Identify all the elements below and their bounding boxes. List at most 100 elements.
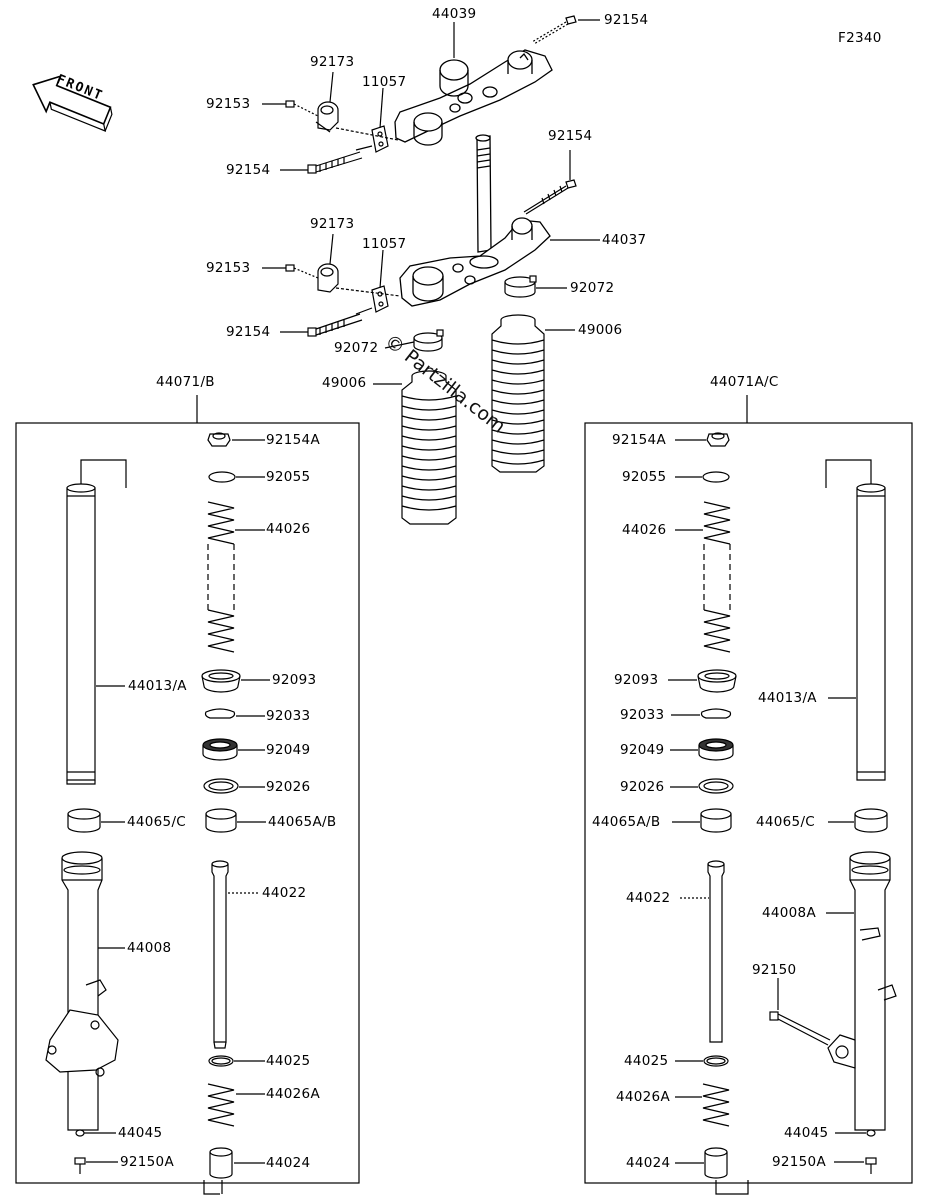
left-label-outer-tube: 44008 xyxy=(127,940,172,956)
right-label-oring: 92055 xyxy=(622,469,667,485)
right-label-bush: 44065/C xyxy=(756,814,816,830)
front-arrow xyxy=(32,74,113,132)
left-cap-bolt xyxy=(207,432,231,447)
right-label-ring: 44025 xyxy=(624,1053,669,1069)
label-screw-lower: 92153 xyxy=(206,260,251,276)
left-bolt-bottom xyxy=(74,1157,86,1174)
label-band-right: 92072 xyxy=(570,280,615,296)
left-label-oring: 92055 xyxy=(266,469,311,485)
label-lower-bracket: 44037 xyxy=(602,232,647,248)
right-gasket xyxy=(866,1129,876,1137)
left-label-spring: 44026 xyxy=(266,521,311,537)
left-washer xyxy=(203,778,239,794)
band-left xyxy=(413,329,444,352)
right-label-washer: 92026 xyxy=(620,779,665,795)
right-bolt-bottom xyxy=(865,1157,877,1174)
label-bolt-lower-right: 92154 xyxy=(548,128,593,144)
right-oring xyxy=(702,471,730,483)
boot-right xyxy=(491,314,545,473)
right-label-cylinder: 44022 xyxy=(626,890,671,906)
right-bush xyxy=(854,808,888,833)
left-label-bush-a: 44065A/B xyxy=(268,814,337,830)
right-cap-bolt xyxy=(706,432,730,447)
right-label-cap-bolt: 92154A xyxy=(612,432,666,448)
left-label-spring-a: 44026A xyxy=(266,1086,320,1102)
right-piece xyxy=(704,1147,728,1179)
label-bolt-upper-left: 92154 xyxy=(226,162,271,178)
left-piece xyxy=(209,1147,233,1179)
left-oring xyxy=(208,471,236,483)
left-label-ring: 44025 xyxy=(266,1053,311,1069)
left-label-gasket: 44045 xyxy=(118,1125,163,1141)
upper-left-bolt xyxy=(307,151,363,174)
label-plate-lower: 11057 xyxy=(362,236,407,252)
left-bush xyxy=(67,808,101,833)
lower-plate xyxy=(371,285,389,313)
label-upper-bracket: 44039 xyxy=(432,6,477,22)
right-label-stop-ring: 92033 xyxy=(620,707,665,723)
label-upper-bolt-right: 92154 xyxy=(604,12,649,28)
right-oil-seal xyxy=(698,738,734,761)
left-label-bolt: 92150A xyxy=(120,1154,174,1170)
right-spring xyxy=(703,501,731,653)
left-dust-seal xyxy=(201,669,241,693)
right-dust-seal xyxy=(697,669,737,693)
lower-clamp xyxy=(317,263,339,293)
left-label-inner-tube: 44013/A xyxy=(128,678,187,694)
right-label-spring: 44026 xyxy=(622,522,667,538)
upper-clamp xyxy=(315,101,339,133)
left-cylinder xyxy=(211,860,229,1049)
right-cylinder xyxy=(707,860,725,1043)
lower-left-bolt xyxy=(307,313,363,337)
left-ring xyxy=(208,1055,234,1067)
label-clamp-lower: 92173 xyxy=(310,216,355,232)
right-ring xyxy=(703,1055,729,1067)
left-label-cap-bolt: 92154A xyxy=(266,432,320,448)
right-stop-ring xyxy=(700,708,732,719)
left-label-bush: 44065/C xyxy=(127,814,187,830)
right-side-bolt xyxy=(769,1011,831,1046)
left-label-dust-seal: 92093 xyxy=(272,672,317,688)
left-label-washer: 92026 xyxy=(266,779,311,795)
lower-screw xyxy=(285,264,319,279)
left-label-cylinder: 44022 xyxy=(262,885,307,901)
label-boot-left: 49006 xyxy=(322,375,367,391)
left-oil-seal xyxy=(202,738,238,761)
right-label-spring-a: 44026A xyxy=(616,1089,670,1105)
right-bush-a xyxy=(700,808,732,833)
upper-bracket xyxy=(394,49,553,146)
boot-left xyxy=(401,370,457,525)
left-inner-tube xyxy=(66,483,96,785)
left-stop-ring xyxy=(204,708,236,719)
label-plate-upper: 11057 xyxy=(362,74,407,90)
label-assembly-right: 44071A/C xyxy=(710,374,779,390)
right-label-dust-seal: 92093 xyxy=(614,672,659,688)
right-spring-a xyxy=(702,1083,730,1127)
upper-right-bolt xyxy=(531,15,577,45)
label-clamp-upper: 92173 xyxy=(310,54,355,70)
right-washer xyxy=(698,778,734,794)
label-boot-right: 49006 xyxy=(578,322,623,338)
right-label-bolt-side: 92150 xyxy=(752,962,797,978)
right-label-oil-seal: 92049 xyxy=(620,742,665,758)
left-bush-a xyxy=(205,808,237,833)
left-gasket xyxy=(75,1129,85,1137)
right-label-inner-tube: 44013/A xyxy=(758,690,817,706)
upper-plate xyxy=(371,125,389,153)
left-label-stop-ring: 92033 xyxy=(266,708,311,724)
right-outer-tube xyxy=(827,851,897,1131)
label-screw-upper: 92153 xyxy=(206,96,251,112)
left-spring xyxy=(207,501,235,653)
upper-screw xyxy=(285,100,319,117)
steering-stem xyxy=(475,134,492,253)
diagram-code: F2340 xyxy=(838,30,882,46)
lower-bracket xyxy=(399,217,551,307)
left-label-piece: 44024 xyxy=(266,1155,311,1171)
right-inner-tube xyxy=(856,483,886,781)
left-spring-a xyxy=(207,1083,235,1127)
right-label-bush-a: 44065A/B xyxy=(592,814,661,830)
right-label-gasket: 44045 xyxy=(784,1125,829,1141)
lower-right-bolt xyxy=(523,179,577,215)
